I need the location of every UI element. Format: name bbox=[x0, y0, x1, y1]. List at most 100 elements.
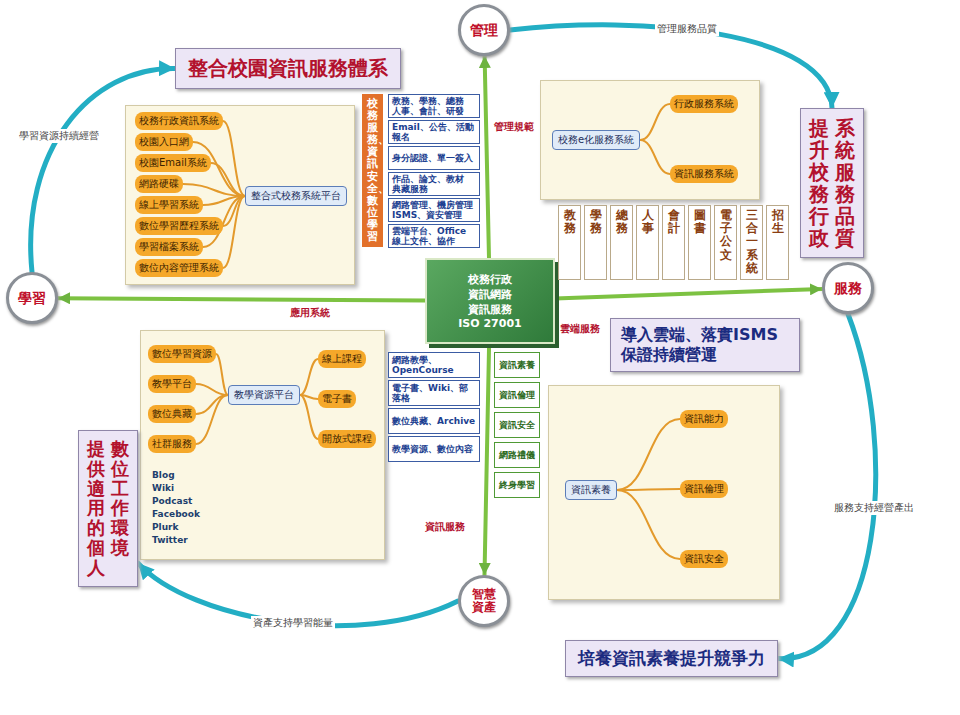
axis-arrow bbox=[485, 56, 489, 258]
node-text: 網路管理、機房管理 ISMS、資安管理 bbox=[392, 200, 476, 221]
node-text: 終身學習 bbox=[499, 479, 535, 492]
mindmap-center: 教學資源平台 bbox=[228, 385, 300, 405]
edge-label: 管理服務品質 bbox=[655, 22, 719, 36]
service-box: 身分認證、單一簽入 bbox=[388, 146, 480, 170]
node-text: 資訊素養 bbox=[499, 359, 535, 372]
node-text: 電子公文 bbox=[720, 209, 732, 276]
literacy-box: 終身學習 bbox=[494, 472, 540, 498]
node-text: 管理 bbox=[470, 23, 498, 38]
node-text: 人事 bbox=[642, 209, 654, 276]
mindmap-item: 行政服務系統 bbox=[670, 95, 738, 113]
node-text: 資訊服務 bbox=[468, 302, 512, 317]
node-text: 資訊倫理 bbox=[684, 482, 724, 496]
service-box: 數位典藏、Archive bbox=[388, 408, 480, 434]
mindmap-branch bbox=[617, 419, 680, 490]
goal-banner: 培養資訊素養提升競爭力 bbox=[565, 640, 778, 677]
node-text: 校務e化服務系統 bbox=[558, 133, 634, 147]
node-text: 學習 bbox=[18, 291, 46, 306]
node-text: 整合校園資訊服務體系 bbox=[188, 55, 388, 82]
service-box: 網路教學、OpenCourse bbox=[388, 352, 480, 378]
mindmap-branch bbox=[223, 196, 245, 268]
system-box: 教務 bbox=[558, 205, 581, 280]
node-text: 教務、學務、總務 人事、會計、研發 bbox=[392, 96, 476, 117]
node-text: 作品、論文、教材 典藏服務 bbox=[392, 174, 476, 195]
system-box: 圖書 bbox=[688, 205, 711, 280]
system-box: 學務 bbox=[584, 205, 607, 280]
node-text: 教學平台 bbox=[152, 377, 192, 391]
system-box: 會計 bbox=[662, 205, 685, 280]
edge-label: 資產支持學習能量 bbox=[251, 616, 335, 630]
mindmap-item: 社群服務 bbox=[148, 435, 196, 453]
pillar-circle: 服務 bbox=[822, 262, 874, 314]
axis-arrow bbox=[58, 298, 425, 300]
mindmap-item: 資訊能力 bbox=[680, 410, 728, 428]
node-text: 數位典藏 bbox=[152, 407, 192, 421]
node-text: 教學資源、數位內容 bbox=[392, 444, 473, 454]
node-text: 線上課程 bbox=[322, 352, 362, 366]
cycle-arrow bbox=[510, 25, 832, 108]
axis-label: Wiki bbox=[152, 483, 174, 493]
mindmap-center: 整合式校務系統平台 bbox=[245, 186, 347, 206]
node-text: 校務行政 bbox=[468, 272, 512, 287]
node-text: 身分認證、單一簽入 bbox=[392, 153, 473, 163]
mindmap-branch bbox=[183, 184, 245, 196]
mindmap-item: 線上課程 bbox=[318, 350, 366, 368]
node-text: 資訊服務系統 bbox=[674, 167, 734, 181]
service-box: 雲端平台、Office 線上文件、協作 bbox=[388, 224, 480, 248]
node-text: 電子書、Wiki、部落格 bbox=[392, 383, 476, 404]
node-text: 數位學習歷程系統 bbox=[139, 219, 219, 233]
vertical-banner: 提供適用的個人數位工作環境 bbox=[78, 430, 138, 587]
orange-column: 校務服務、資訊安全、數位學習 bbox=[362, 94, 383, 247]
axis-label: Blog bbox=[152, 470, 175, 480]
mindmap-branch bbox=[223, 121, 245, 196]
axis-label: 管理規範 bbox=[494, 120, 534, 134]
mindmap-branch bbox=[300, 359, 318, 395]
node-text: 資訊倫理 bbox=[499, 389, 535, 402]
mindmap-branch bbox=[617, 489, 680, 490]
node-text: 資訊安全 bbox=[499, 419, 535, 432]
service-box: 網路管理、機房管理 ISMS、資安管理 bbox=[388, 198, 480, 222]
node-text: 網路教學、OpenCourse bbox=[392, 355, 476, 376]
node-text: 提升校務行政 bbox=[809, 117, 829, 249]
mindmap-item: 電子書 bbox=[318, 390, 356, 408]
mindmap-item: 數位學習資源 bbox=[148, 345, 216, 363]
node-text: 網路禮儀 bbox=[499, 449, 535, 462]
mindmap-item: 網路硬碟 bbox=[135, 175, 183, 193]
axis-label: Facebook bbox=[152, 509, 200, 519]
mindmap-item: 教學平台 bbox=[148, 375, 196, 393]
pillar-circle: 學習 bbox=[6, 272, 58, 324]
node-text: Email、公告、活動報名 bbox=[392, 122, 476, 143]
node-text: 社群服務 bbox=[152, 437, 192, 451]
node-text: 學習檔案系統 bbox=[139, 240, 199, 254]
axis-label: 雲端服務 bbox=[560, 322, 600, 336]
axis-arrow bbox=[555, 289, 822, 299]
edge-label: 服務支持經營產出 bbox=[832, 501, 916, 515]
node-text: 校務服務、資訊安全、數位學習 bbox=[367, 98, 378, 243]
mindmap-item: 校園入口網 bbox=[135, 133, 193, 151]
mindmap-item: 校園Email系統 bbox=[135, 154, 211, 172]
service-box: 作品、論文、教材 典藏服務 bbox=[388, 172, 480, 196]
node-text: 學務 bbox=[590, 209, 602, 276]
mindmap-item: 數位學習歷程系統 bbox=[135, 217, 223, 235]
goal-banner: 導入雲端、落實ISMS 保證持續營運 bbox=[610, 318, 800, 372]
node-text: 校園Email系統 bbox=[139, 156, 207, 170]
system-box: 招生 bbox=[766, 205, 789, 280]
node-text: 開放式課程 bbox=[322, 432, 372, 446]
vertical-banner: 提升校務行政系統服務品質 bbox=[800, 108, 864, 258]
node-text: 服務 bbox=[834, 281, 862, 296]
literacy-box: 資訊安全 bbox=[494, 412, 540, 438]
system-box: 電子公文 bbox=[714, 205, 737, 280]
mindmap-item: 資訊倫理 bbox=[680, 480, 728, 498]
node-text: 電子書 bbox=[322, 392, 352, 406]
node-text: 系統服務品質 bbox=[835, 117, 855, 249]
mindmap-branch bbox=[196, 384, 228, 395]
node-text: 教學資源平台 bbox=[234, 388, 294, 402]
node-text: 數位工作環境 bbox=[111, 439, 129, 578]
node-text: 智慧資產 bbox=[472, 588, 496, 613]
node-text: 三合一系統 bbox=[746, 209, 758, 276]
node-text: 招生 bbox=[772, 209, 784, 276]
mindmap-item: 校務行政資訊系統 bbox=[135, 112, 223, 130]
node-text: 行政服務系統 bbox=[674, 97, 734, 111]
mindmap-branch bbox=[640, 104, 670, 140]
mindmap-item: 資訊安全 bbox=[680, 550, 728, 568]
